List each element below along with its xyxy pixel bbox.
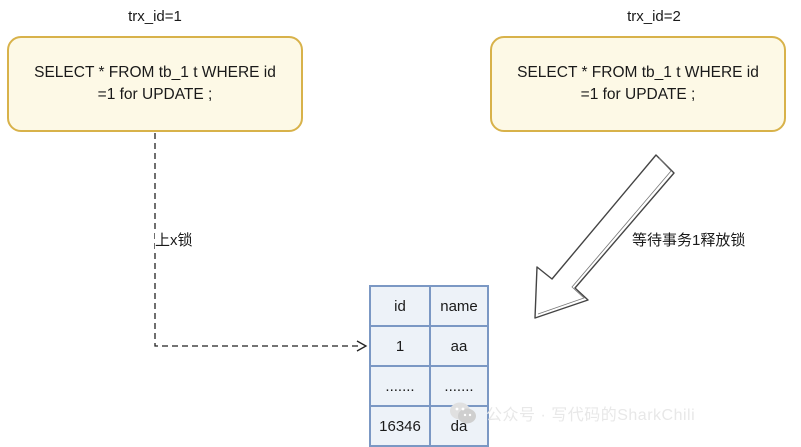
lock-edge-line bbox=[154, 133, 362, 347]
watermark: 公众号 · 写代码的SharkChili bbox=[448, 398, 695, 428]
table-cell: 16346 bbox=[369, 405, 431, 447]
wait-edge-label: 等待事务1释放锁 bbox=[632, 229, 746, 250]
trx-2-sql-box: SELECT * FROM tb_1 t WHERE id =1 for UPD… bbox=[490, 36, 786, 132]
table-row: 16346 da bbox=[369, 405, 489, 447]
lock-edge-arrowhead bbox=[356, 340, 368, 352]
lock-edge-label: 上x锁 bbox=[155, 229, 193, 250]
watermark-text: 公众号 · 写代码的SharkChili bbox=[486, 407, 696, 424]
trx-1-sql-line-1: SELECT * FROM tb_1 t WHERE id bbox=[34, 64, 276, 81]
table-header-cell: name bbox=[429, 285, 489, 327]
table-cell: aa bbox=[429, 325, 489, 367]
table-cell: ....... bbox=[429, 365, 489, 407]
trx-1-label: trx_id=1 bbox=[128, 8, 182, 25]
wait-block-arrow-sketch bbox=[537, 157, 672, 315]
trx-2-label: trx_id=2 bbox=[627, 8, 681, 25]
trx-1-sql-box: SELECT * FROM tb_1 t WHERE id =1 for UPD… bbox=[7, 36, 303, 132]
trx-2-sql-line-2: =1 for UPDATE ; bbox=[580, 86, 696, 103]
trx-1-sql-line-2: =1 for UPDATE ; bbox=[97, 86, 213, 103]
table-row: 1 aa bbox=[369, 325, 489, 367]
wait-block-arrow bbox=[534, 154, 675, 319]
wechat-icon bbox=[450, 402, 476, 424]
table-header-row: id name bbox=[369, 285, 489, 327]
table-cell: ....... bbox=[369, 365, 431, 407]
trx-2-sql-line-1: SELECT * FROM tb_1 t WHERE id bbox=[517, 64, 759, 81]
table-header-cell: id bbox=[369, 285, 431, 327]
table-row: ....... ....... bbox=[369, 365, 489, 407]
table-cell: 1 bbox=[369, 325, 431, 367]
